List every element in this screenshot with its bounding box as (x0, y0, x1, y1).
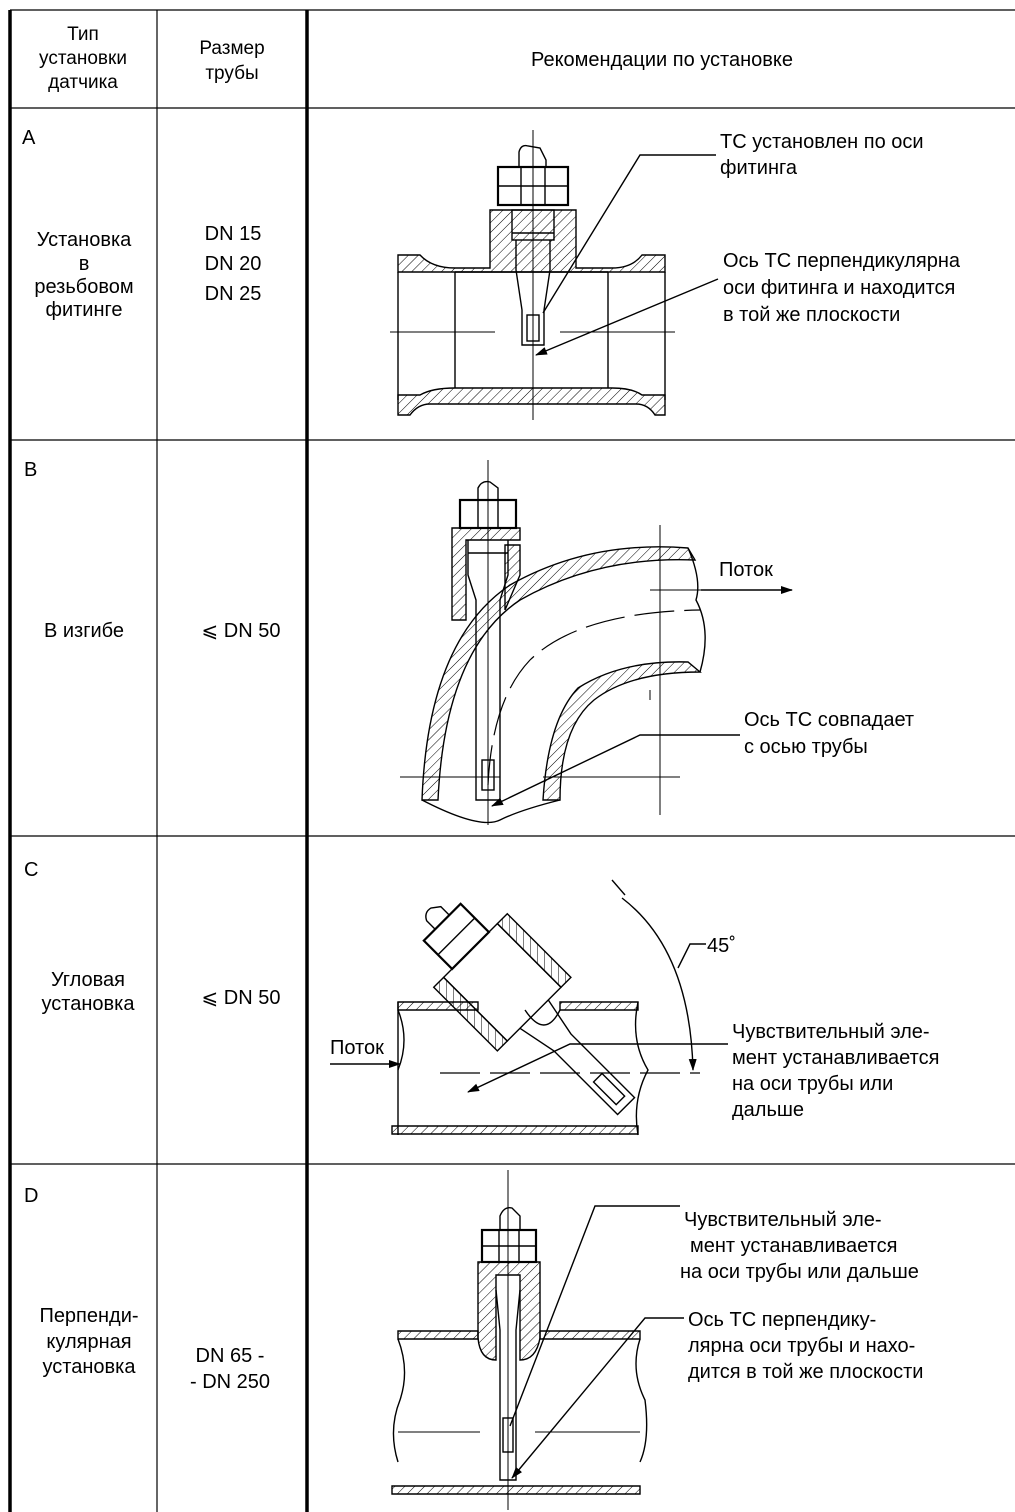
row-c-flow-label: Поток (330, 1037, 384, 1059)
row-c-size-line-1: ⩽ DN 50 (201, 987, 280, 1009)
row-d-note-1-line-1: Чувствительный эле- (684, 1209, 882, 1231)
row-a-letter: A (22, 127, 36, 149)
row-d-type-line-1: Перпенди- (39, 1305, 138, 1327)
row-c-type-line-2: установка (42, 993, 136, 1015)
row-d-note-2-line-3: дится в той же плоскости (688, 1361, 923, 1383)
row-b: B В изгибе ⩽ DN 50 Поток Ось ТС совпадае… (24, 459, 914, 825)
row-a-size-line-1: DN 15 (205, 223, 262, 245)
row-d-type-line-3: установка (43, 1356, 137, 1378)
row-b-letter: B (24, 459, 37, 481)
header-row: Тип установки датчика Размер трубы Реком… (39, 24, 793, 93)
row-c-note-1-line-4: дальше (732, 1099, 804, 1121)
row-c: C Угловая установка ⩽ DN 50 Поток 45˚ Чу… (24, 859, 939, 1136)
perpendicular-installation-drawing (391, 1170, 684, 1510)
row-a-note-1-line-2: фитинга (720, 157, 798, 179)
row-d: D Перпенди- кулярная установка DN 65 - -… (24, 1170, 923, 1510)
row-d-note-1-line-3: на оси трубы или дальше (680, 1261, 919, 1283)
row-b-size-line-1: ⩽ DN 50 (201, 620, 280, 642)
row-d-note-2-line-1: Ось ТС перпендику- (688, 1309, 876, 1331)
row-c-angle-label: 45˚ (707, 935, 736, 957)
header-type-line-2: установки (39, 48, 127, 69)
angled-installation-drawing (330, 879, 728, 1136)
row-c-note-1-line-1: Чувствительный эле- (732, 1021, 930, 1043)
row-a-type-line-4: фитинге (46, 299, 123, 321)
threaded-fitting-drawing (390, 130, 719, 420)
row-c-note-1-line-2: мент устанавливается (732, 1047, 939, 1069)
row-b-note-1-line-2: с осью трубы (744, 736, 868, 758)
row-a-note-2-line-2: оси фитинга и находится (723, 277, 955, 299)
row-a-size-line-3: DN 25 (205, 283, 262, 305)
row-b-type-line-1: В изгибе (44, 620, 124, 642)
header-recommendations: Рекомендации по установке (531, 49, 793, 71)
header-size-line-2: трубы (205, 63, 258, 84)
row-a-type-line-3: резьбовом (34, 276, 133, 298)
row-a-note-1-line-1: ТС установлен по оси (720, 131, 924, 153)
row-d-type-line-2: кулярная (46, 1331, 131, 1353)
row-d-letter: D (24, 1185, 38, 1207)
row-a-type-line-1: Установка (37, 229, 132, 251)
row-a-note-2-line-3: в той же плоскости (723, 304, 900, 326)
row-d-size-line-1: DN 65 - (196, 1345, 265, 1367)
row-b-flow-label: Поток (719, 559, 773, 581)
header-size-line-1: Размер (199, 38, 264, 59)
row-b-note-1-line-1: Ось ТС совпадает (744, 709, 914, 731)
row-a-note-2-line-1: Ось ТС перпендикулярна (723, 250, 961, 272)
row-d-note-1-line-2: мент устанавливается (690, 1235, 897, 1257)
header-type-line-3: датчика (48, 72, 118, 93)
row-d-note-2-line-2: лярна оси трубы и нахо- (688, 1335, 915, 1357)
row-c-note-1-line-3: на оси трубы или (732, 1073, 893, 1095)
row-c-type-line-1: Угловая (51, 969, 125, 991)
elbow-drawing (400, 460, 793, 825)
row-a-size-line-2: DN 20 (205, 253, 262, 275)
table-grid (8, 9, 1015, 1512)
row-a-type-line-2: в (79, 253, 90, 275)
row-a: A Установка в резьбовом фитинге DN 15 DN… (22, 127, 961, 420)
row-d-size-line-2: - DN 250 (190, 1371, 270, 1393)
row-c-letter: C (24, 859, 38, 881)
header-type-line-1: Тип (67, 24, 99, 45)
